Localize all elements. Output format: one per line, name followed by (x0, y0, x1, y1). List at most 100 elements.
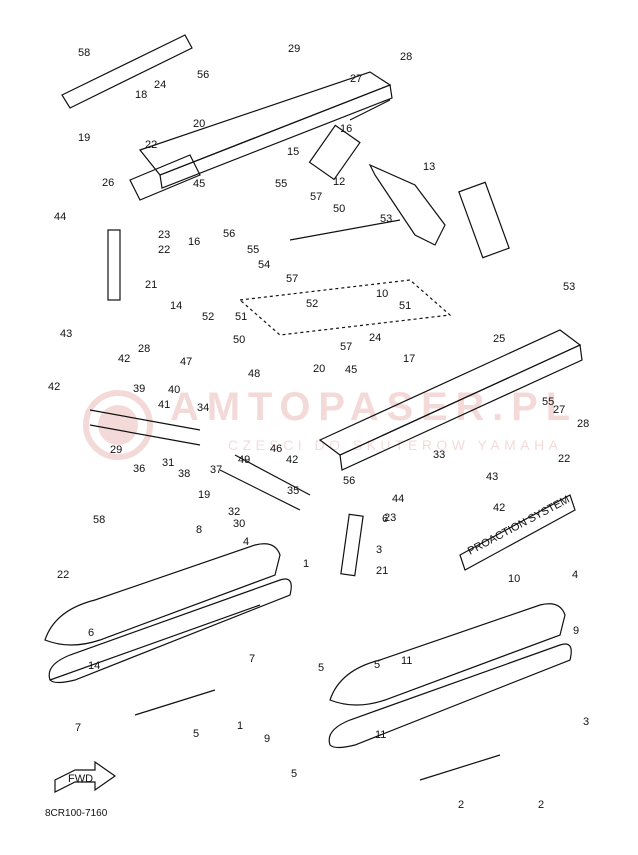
callout-11: 11 (401, 655, 412, 667)
callout-27: 27 (553, 404, 565, 416)
callout-53: 53 (563, 281, 575, 293)
callout-28: 28 (400, 51, 412, 63)
callout-55: 55 (247, 244, 259, 256)
callout-9: 9 (573, 625, 579, 637)
callout-53: 53 (380, 213, 392, 225)
callout-56: 56 (197, 69, 209, 81)
callout-51: 51 (235, 311, 247, 323)
callout-40: 40 (168, 384, 180, 396)
callout-26: 26 (102, 177, 114, 189)
callout-2: 2 (538, 799, 544, 811)
callout-55: 55 (542, 396, 554, 408)
callout-29: 29 (288, 43, 300, 55)
callout-16: 16 (340, 123, 352, 135)
callout-44: 44 (54, 211, 66, 223)
callout-56: 56 (343, 475, 355, 487)
callout-20: 20 (313, 363, 325, 375)
callout-46: 46 (270, 443, 282, 455)
callout-56: 56 (223, 228, 235, 240)
callout-24: 24 (369, 332, 381, 344)
callout-43: 43 (60, 328, 72, 340)
callout-21: 21 (145, 279, 157, 291)
callout-8: 8 (196, 524, 202, 536)
callout-32: 32 (228, 506, 240, 518)
callout-58: 58 (78, 47, 90, 59)
proaction-decal: PROACTION SYSTEM (466, 494, 572, 558)
callout-34: 34 (197, 402, 209, 414)
callout-22: 22 (158, 244, 170, 256)
callout-44: 44 (392, 493, 404, 505)
callout-35: 35 (287, 485, 299, 497)
callout-57: 57 (340, 341, 352, 353)
callout-15: 15 (287, 146, 299, 158)
callout-42: 42 (118, 353, 130, 365)
watermark-main: AMTOPASER.PL (170, 385, 570, 429)
callout-25: 25 (493, 333, 505, 345)
callout-10: 10 (376, 288, 388, 300)
callout-22: 22 (558, 453, 570, 465)
callout-16: 16 (188, 236, 200, 248)
callout-47: 47 (180, 356, 192, 368)
callout-28: 28 (577, 418, 589, 430)
callout-55: 55 (275, 178, 287, 190)
fwd-arrow-label: FWD (68, 773, 93, 785)
callout-30: 30 (233, 518, 245, 530)
callout-18: 18 (135, 89, 147, 101)
callout-33: 33 (433, 449, 445, 461)
callout-3: 3 (583, 716, 589, 728)
callout-6: 6 (382, 513, 388, 525)
callout-12: 12 (333, 176, 345, 188)
callout-14: 14 (88, 660, 100, 672)
callout-5: 5 (291, 768, 297, 780)
fwd-text: FWD (68, 773, 93, 785)
callout-7: 7 (249, 653, 255, 665)
callout-39: 39 (133, 383, 145, 395)
callout-24: 24 (154, 79, 166, 91)
callout-22: 22 (145, 139, 157, 151)
callout-6: 6 (88, 627, 94, 639)
callout-5: 5 (193, 728, 199, 740)
callout-57: 57 (310, 191, 322, 203)
callout-37: 37 (210, 464, 222, 476)
callout-19: 19 (78, 132, 90, 144)
callout-14: 14 (170, 300, 182, 312)
callout-52: 52 (202, 311, 214, 323)
callout-48: 48 (248, 368, 260, 380)
callout-21: 21 (376, 565, 388, 577)
callout-2: 2 (458, 799, 464, 811)
callout-45: 45 (345, 364, 357, 376)
callout-19: 19 (198, 489, 210, 501)
callout-41: 41 (158, 399, 170, 411)
callout-10: 10 (508, 573, 520, 585)
callout-36: 36 (133, 463, 145, 475)
callout-1: 1 (237, 720, 243, 732)
callout-50: 50 (333, 203, 345, 215)
callout-29: 29 (110, 444, 122, 456)
callout-23: 23 (384, 512, 396, 524)
callout-5: 5 (318, 662, 324, 674)
callout-58: 58 (93, 514, 105, 526)
callout-9: 9 (264, 733, 270, 745)
callout-42: 42 (48, 381, 60, 393)
callout-51: 51 (399, 300, 411, 312)
callout-28: 28 (138, 343, 150, 355)
callout-22: 22 (57, 569, 69, 581)
brand-decal-text: PROACTION SYSTEM (466, 494, 572, 558)
callout-38: 38 (178, 468, 190, 480)
callout-5: 5 (374, 659, 380, 671)
callout-20: 20 (193, 118, 205, 130)
callout-13: 13 (423, 161, 435, 173)
callout-54: 54 (258, 259, 270, 271)
callout-49: 49 (238, 454, 250, 466)
callout-27: 27 (350, 73, 362, 85)
callout-50: 50 (233, 334, 245, 346)
callout-42: 42 (493, 502, 505, 514)
callout-57: 57 (286, 273, 298, 285)
callout-43: 43 (486, 471, 498, 483)
footer-code: 8CR100-7160 (45, 808, 108, 819)
callout-3: 3 (376, 544, 382, 556)
callout-4: 4 (572, 569, 578, 581)
linework (44, 34, 583, 793)
callout-7: 7 (75, 722, 81, 734)
